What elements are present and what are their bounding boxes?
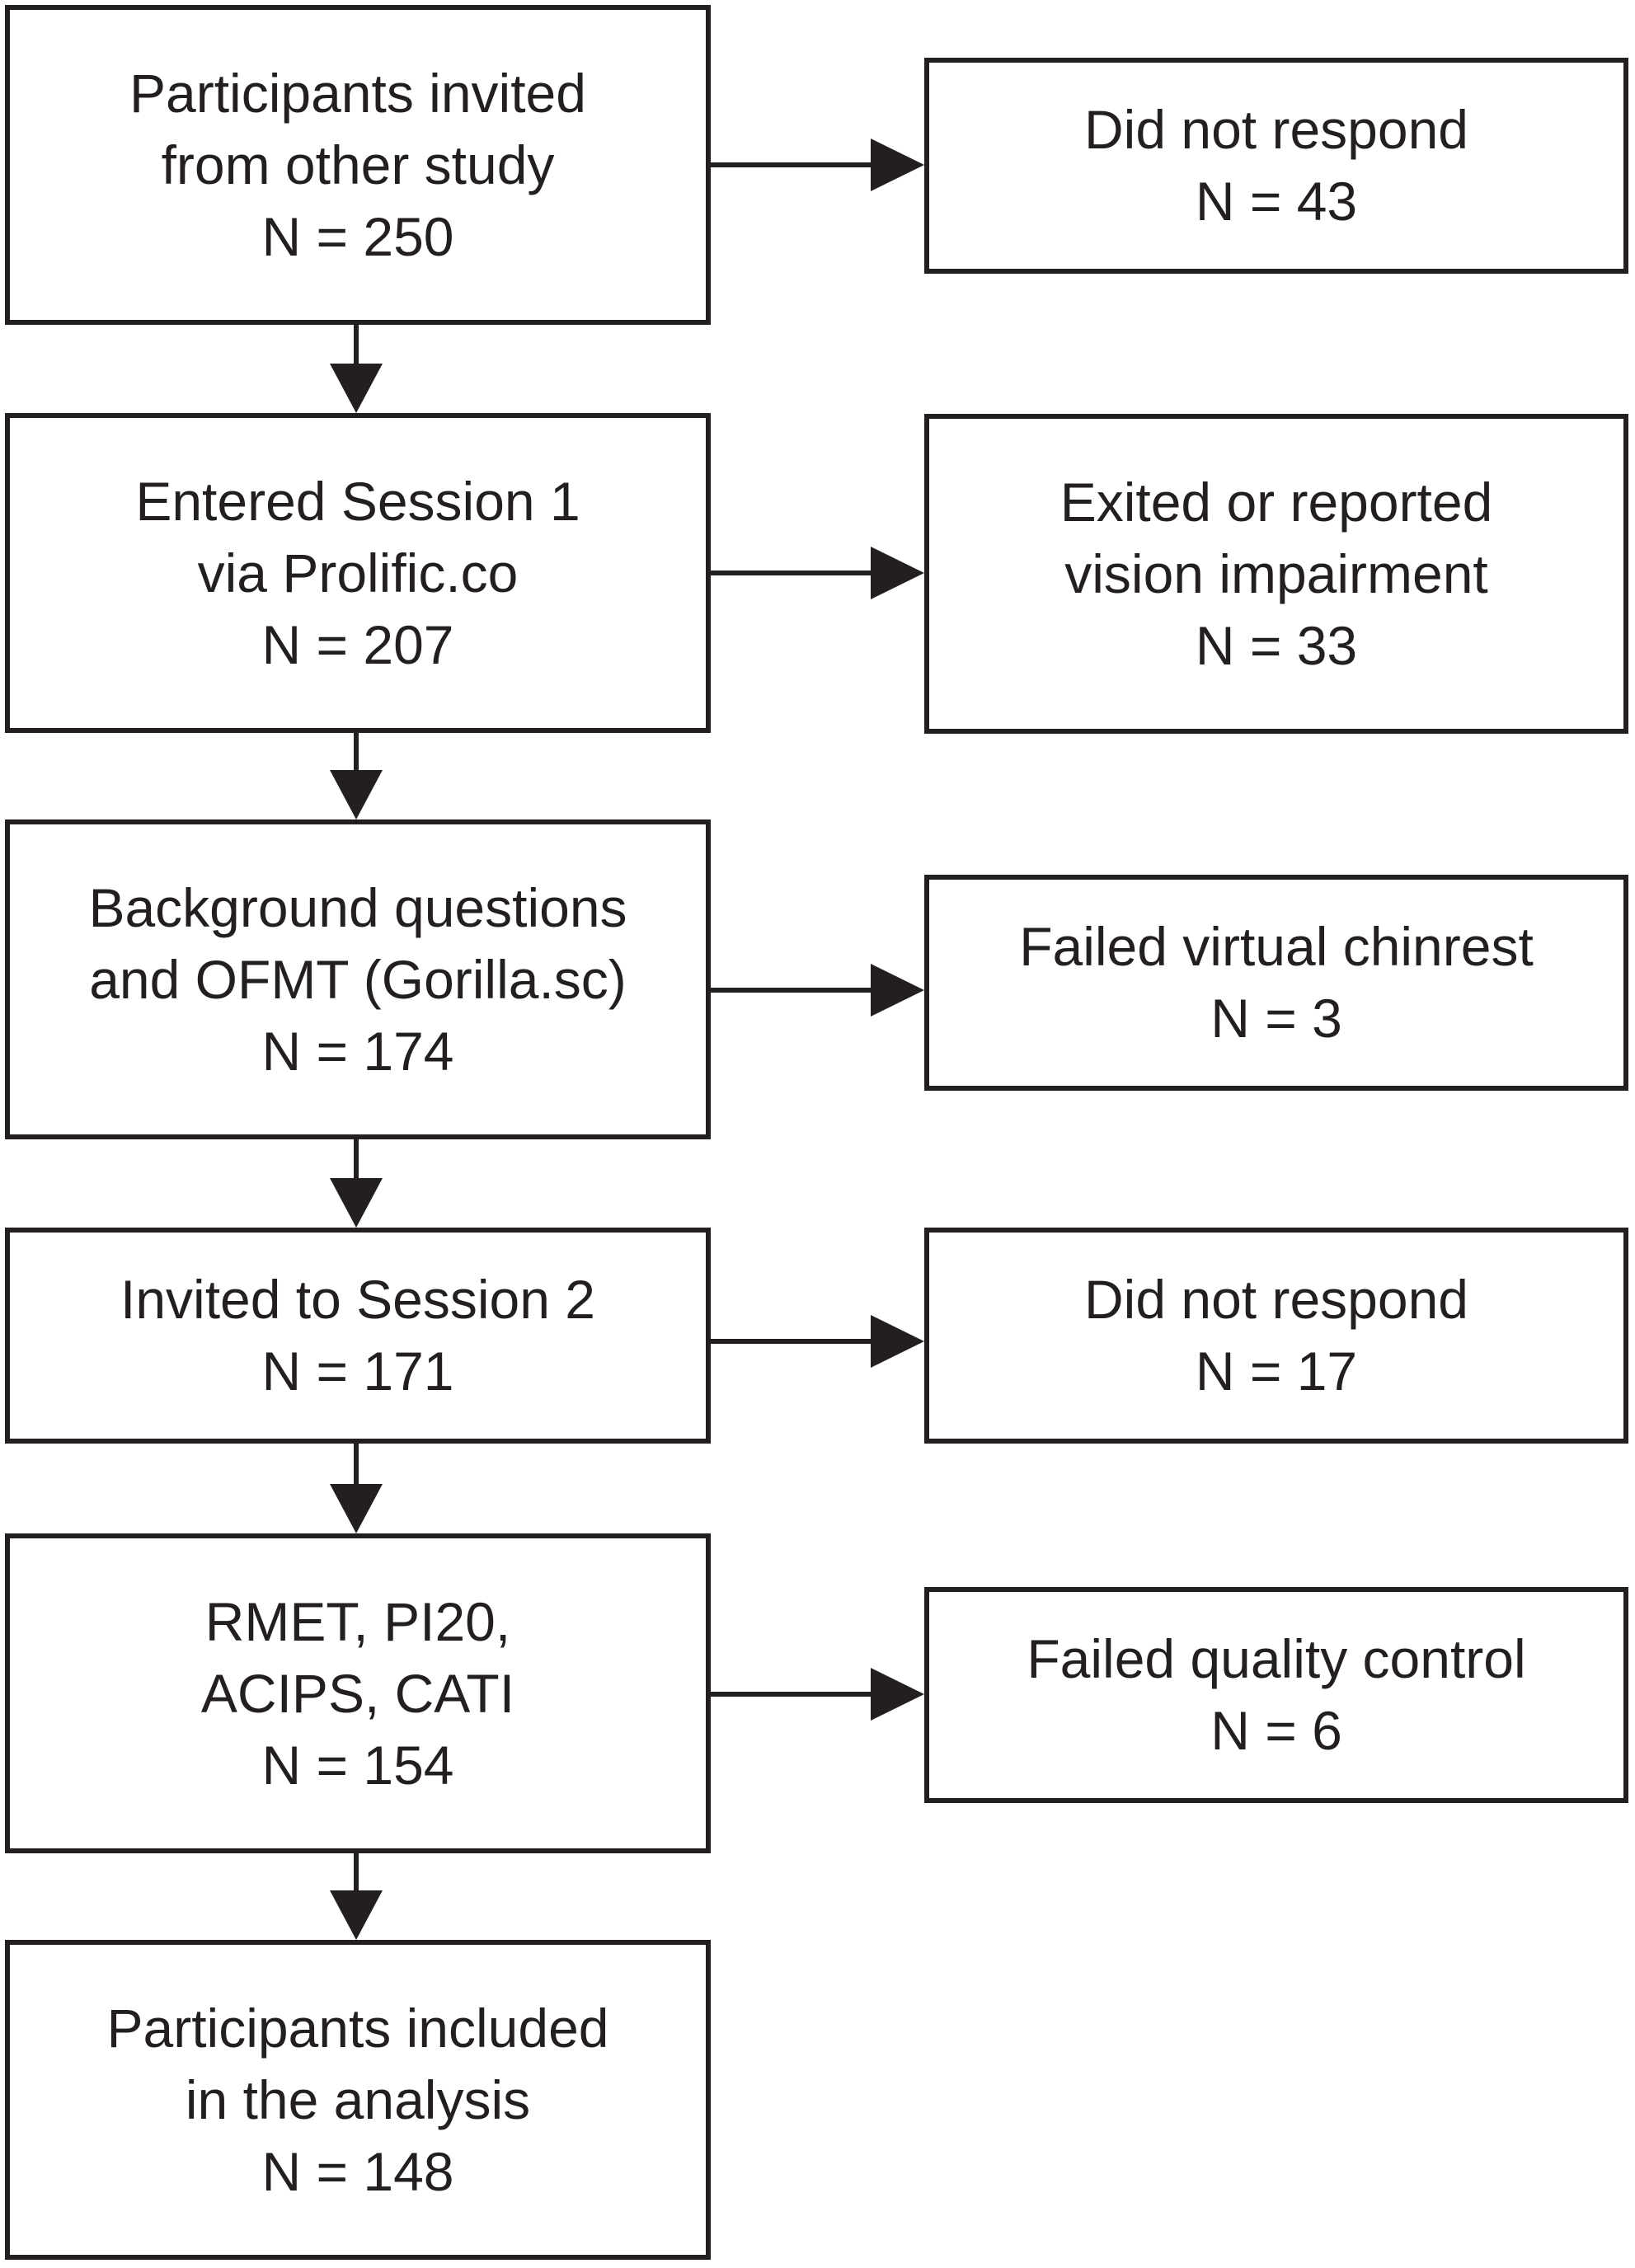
arrowhead-3 xyxy=(330,1178,383,1228)
box-invited-line-1: Participants invited xyxy=(129,62,586,124)
box-measures-line-1: RMET, PI20, xyxy=(204,1590,511,1652)
arrowhead-5 xyxy=(330,1890,383,1940)
arrowhead-4 xyxy=(330,1484,383,1533)
box-measures-count: N = 154 xyxy=(261,1734,454,1796)
box-invited-line-2: from other study xyxy=(161,134,555,195)
box-exited-vision: Exited or reported vision impairment N =… xyxy=(924,414,1628,734)
box-background-line-1: Background questions xyxy=(88,876,627,938)
excl-3-count: N = 3 xyxy=(1210,988,1342,1049)
arrowhead-8 xyxy=(871,964,924,1017)
box-did-not-respond-2: Did not respond N = 17 xyxy=(924,1228,1628,1444)
box-background-count: N = 174 xyxy=(261,1020,454,1082)
box-invited-session-2: Invited to Session 2 N = 171 xyxy=(5,1228,711,1444)
box-entered-session-1: Entered Session 1 via Prolific.co N = 20… xyxy=(5,413,711,733)
arrowhead-6 xyxy=(871,139,924,191)
box-session-2-measures: RMET, PI20, ACIPS, CATI N = 154 xyxy=(5,1533,711,1853)
box-included-count: N = 148 xyxy=(261,2140,454,2202)
excl-2-line-1: Exited or reported xyxy=(1059,471,1493,533)
box-included-line-1: Participants included xyxy=(106,1997,609,2059)
arrowhead-2 xyxy=(330,770,383,819)
box-invited-s2-count: N = 171 xyxy=(261,1341,454,1402)
box-failed-quality: Failed quality control N = 6 xyxy=(924,1587,1628,1803)
box-background-line-2: and OFMT (Gorilla.sc) xyxy=(89,948,627,1010)
box-entered-count: N = 207 xyxy=(261,613,454,675)
excl-3-line-1: Failed virtual chinrest xyxy=(1019,916,1534,977)
box-invited-count: N = 250 xyxy=(261,205,454,267)
excl-4-count: N = 17 xyxy=(1195,1341,1358,1402)
box-entered-line-2: via Prolific.co xyxy=(197,542,519,603)
arrowhead-1 xyxy=(330,364,383,413)
box-included-analysis: Participants included in the analysis N … xyxy=(5,1940,711,2260)
box-invited-s2-line-1: Invited to Session 2 xyxy=(120,1269,596,1330)
excl-1-count: N = 43 xyxy=(1195,171,1358,232)
excl-2-line-2: vision impairment xyxy=(1064,542,1488,604)
excl-5-count: N = 6 xyxy=(1210,1700,1342,1761)
box-background-questions: Background questions and OFMT (Gorilla.s… xyxy=(5,819,711,1139)
excl-1-line-1: Did not respond xyxy=(1084,99,1468,160)
box-failed-chinrest: Failed virtual chinrest N = 3 xyxy=(924,875,1628,1091)
excl-4-line-1: Did not respond xyxy=(1084,1269,1468,1330)
box-included-line-2: in the analysis xyxy=(185,2068,531,2130)
arrowhead-9 xyxy=(871,1315,924,1368)
box-did-not-respond-1: Did not respond N = 43 xyxy=(924,58,1628,274)
excl-2-count: N = 33 xyxy=(1195,614,1358,676)
box-measures-line-2: ACIPS, CATI xyxy=(200,1662,515,1724)
box-entered-line-1: Entered Session 1 xyxy=(135,470,580,532)
excl-5-line-1: Failed quality control xyxy=(1027,1628,1526,1689)
box-invited: Participants invited from other study N … xyxy=(5,5,711,325)
arrowhead-7 xyxy=(871,547,924,599)
arrowhead-10 xyxy=(871,1668,924,1721)
